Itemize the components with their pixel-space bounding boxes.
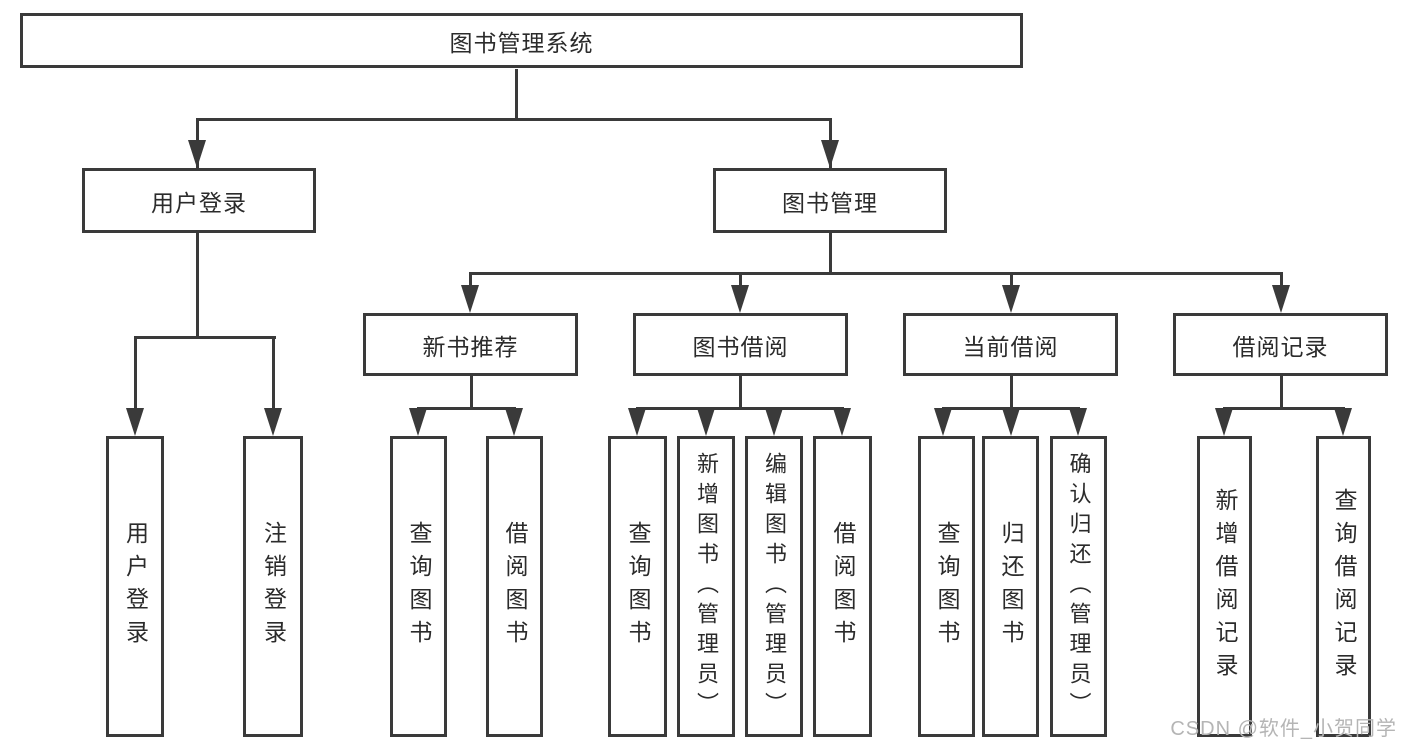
arrowhead-icon bbox=[697, 408, 715, 436]
connector-line bbox=[515, 69, 518, 118]
connector-line bbox=[1280, 272, 1283, 292]
connector-line bbox=[469, 272, 472, 292]
arrowhead-icon bbox=[1215, 408, 1233, 436]
connector-line bbox=[739, 376, 742, 407]
leaf-label: 用户登录 bbox=[122, 520, 149, 653]
node-borrow-records-label: 借阅记录 bbox=[1232, 333, 1329, 360]
node-borrow-records: 借阅记录 bbox=[1173, 313, 1388, 376]
node-book-management-label: 图书管理 bbox=[782, 189, 878, 216]
leaf-query-borrow-record: 查询借阅记录 bbox=[1316, 436, 1371, 737]
connector-line bbox=[417, 407, 516, 410]
node-new-book-recommend-label: 新书推荐 bbox=[422, 333, 519, 360]
node-current-borrow-label: 当前借阅 bbox=[962, 333, 1059, 360]
arrowhead-icon bbox=[1069, 408, 1087, 436]
leaf-return-books: 归还图书 bbox=[982, 436, 1039, 737]
arrowhead-icon bbox=[765, 408, 783, 436]
leaf-query-books-recommend: 查询图书 bbox=[390, 436, 447, 737]
node-root-label: 图书管理系统 bbox=[449, 29, 594, 56]
node-book-borrow: 图书借阅 bbox=[633, 313, 848, 376]
connector-line bbox=[829, 233, 832, 272]
leaf-add-books-admin: 新增图书（管理员） bbox=[677, 436, 735, 737]
leaf-label: 注销登录 bbox=[260, 520, 287, 653]
connector-line bbox=[739, 272, 742, 292]
leaf-add-borrow-record: 新增借阅记录 bbox=[1197, 436, 1252, 737]
arrowhead-icon bbox=[833, 408, 851, 436]
leaf-label: 编辑图书（管理员） bbox=[762, 451, 787, 722]
node-user-login-label: 用户登录 bbox=[151, 189, 247, 216]
arrowhead-icon bbox=[1002, 285, 1020, 313]
node-new-book-recommend: 新书推荐 bbox=[363, 313, 578, 376]
leaf-label: 新增图书（管理员） bbox=[694, 451, 719, 722]
leaf-edit-books-admin: 编辑图书（管理员） bbox=[745, 436, 803, 737]
leaf-confirm-return-admin: 确认归还（管理员） bbox=[1050, 436, 1107, 737]
arrowhead-icon bbox=[1002, 408, 1020, 436]
arrowhead-icon bbox=[264, 408, 282, 436]
connector-line bbox=[272, 336, 275, 416]
arrowhead-icon bbox=[505, 408, 523, 436]
leaf-query-books-current: 查询图书 bbox=[918, 436, 975, 737]
arrowhead-icon bbox=[821, 140, 839, 168]
connector-line bbox=[469, 272, 1282, 275]
arrowhead-icon bbox=[461, 285, 479, 313]
leaf-query-books-borrow: 查询图书 bbox=[608, 436, 667, 737]
connector-line bbox=[636, 407, 844, 410]
connector-line bbox=[196, 118, 832, 121]
arrowhead-icon bbox=[1334, 408, 1352, 436]
leaf-label: 查询图书 bbox=[934, 520, 960, 653]
leaf-label: 查询借阅记录 bbox=[1331, 487, 1357, 686]
connector-line bbox=[1010, 272, 1013, 292]
leaf-borrow-books-recommend: 借阅图书 bbox=[486, 436, 543, 737]
node-current-borrow: 当前借阅 bbox=[903, 313, 1118, 376]
node-book-management: 图书管理 bbox=[713, 168, 947, 233]
arrowhead-icon bbox=[628, 408, 646, 436]
node-book-borrow-label: 图书借阅 bbox=[692, 333, 789, 360]
connector-line bbox=[134, 336, 137, 416]
arrowhead-icon bbox=[126, 408, 144, 436]
leaf-label: 借阅图书 bbox=[502, 520, 528, 653]
csdn-watermark: CSDN @软件_小贺同学 bbox=[1170, 718, 1397, 740]
node-user-login: 用户登录 bbox=[82, 168, 316, 233]
arrowhead-icon bbox=[409, 408, 427, 436]
leaf-label: 查询图书 bbox=[406, 520, 432, 653]
connector-line bbox=[134, 336, 276, 339]
connector-line bbox=[1010, 376, 1013, 407]
arrowhead-icon bbox=[188, 140, 206, 168]
connector-line bbox=[470, 376, 473, 407]
leaf-label: 新增借阅记录 bbox=[1212, 487, 1238, 686]
node-root: 图书管理系统 bbox=[20, 13, 1023, 68]
arrowhead-icon bbox=[1272, 285, 1290, 313]
leaf-label: 确认归还（管理员） bbox=[1066, 451, 1092, 722]
connector-line bbox=[1223, 407, 1345, 410]
leaf-borrow-books: 借阅图书 bbox=[813, 436, 872, 737]
leaf-label: 归还图书 bbox=[998, 520, 1024, 653]
arrowhead-icon bbox=[731, 285, 749, 313]
connector-line bbox=[196, 233, 199, 336]
leaf-label: 查询图书 bbox=[625, 520, 651, 653]
leaf-user-login: 用户登录 bbox=[106, 436, 164, 737]
arrowhead-icon bbox=[934, 408, 952, 436]
leaf-logout: 注销登录 bbox=[243, 436, 303, 737]
leaf-label: 借阅图书 bbox=[830, 520, 856, 653]
connector-line bbox=[1280, 376, 1283, 407]
